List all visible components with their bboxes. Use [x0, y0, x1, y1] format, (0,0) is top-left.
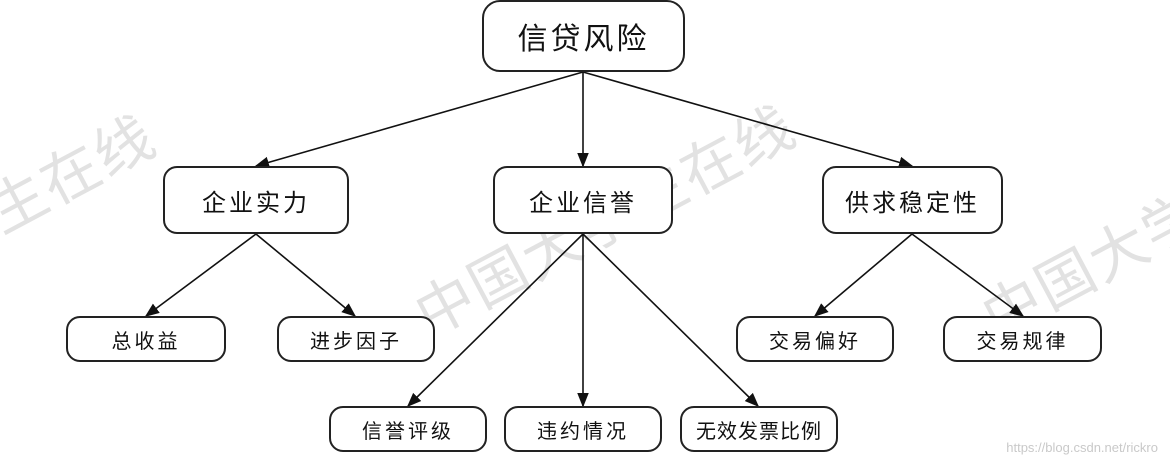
node-total-revenue: 总收益: [66, 316, 226, 362]
edge-stability-pattern: [911, 233, 1025, 317]
node-supply-demand-stability: 供求稳定性: [822, 166, 1003, 234]
node-trade-preference: 交易偏好: [736, 316, 894, 362]
edge-credit-invoice: [582, 233, 760, 408]
node-progress-factor: 进步因子: [277, 316, 435, 362]
edge-root-strength: [254, 71, 584, 168]
node-invalid-invoice-ratio: 无效发票比例: [680, 406, 838, 452]
edge-strength-progress: [255, 233, 357, 317]
source-url: https://blog.csdn.net/rickro: [1006, 440, 1158, 455]
node-default-status: 违约情况: [504, 406, 662, 452]
node-credit-rating: 信誉评级: [329, 406, 487, 452]
edge-stability-preference: [813, 233, 913, 317]
node-trade-pattern: 交易规律: [943, 316, 1102, 362]
edge-credit-rating: [406, 233, 584, 408]
edge-strength-revenue: [144, 233, 257, 317]
node-enterprise-strength: 企业实力: [163, 166, 349, 234]
node-enterprise-credit: 企业信誉: [493, 166, 673, 234]
node-credit-risk: 信贷风险: [482, 0, 685, 72]
edge-root-stability: [582, 71, 914, 168]
